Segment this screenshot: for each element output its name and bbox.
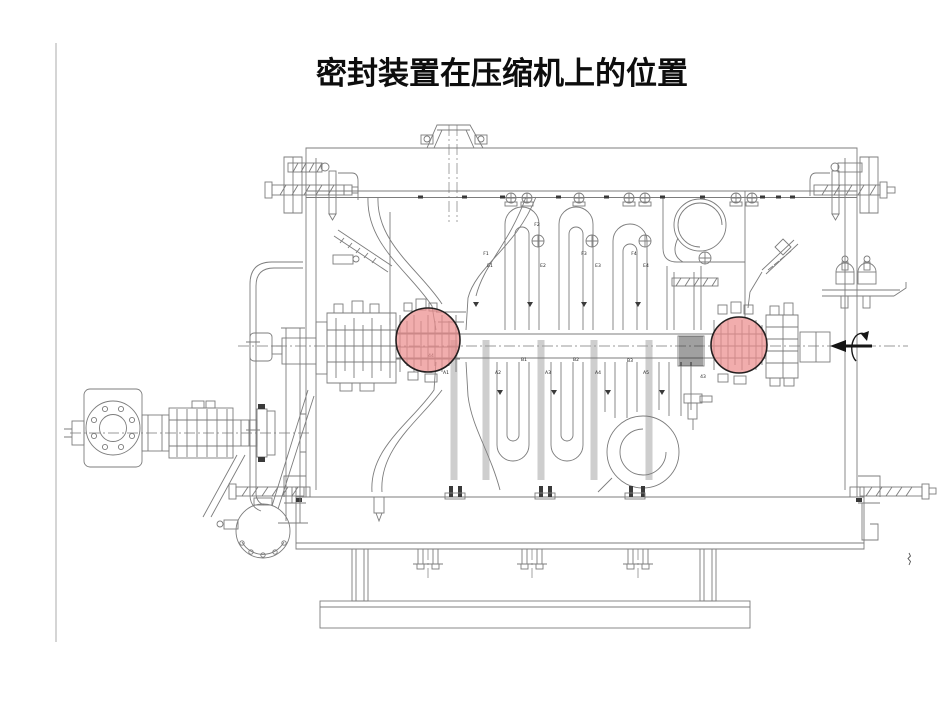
seal-highlight-left [395, 307, 461, 373]
stage-callout: F2 [534, 222, 540, 228]
upper-diaphragms [332, 191, 795, 331]
left-drive-assembly [64, 261, 315, 559]
stage-callout: E4 [643, 263, 649, 269]
stage-callout: F3 [581, 251, 587, 257]
stage-callouts: F2F1F3F4E1E2E3E44443B1B2B3A1A2A3A4A5 [428, 222, 706, 380]
lower-diaphragms [371, 361, 713, 493]
stage-callout: A4 [595, 370, 601, 376]
stage-callout: E2 [540, 263, 546, 269]
centerlines [70, 125, 908, 578]
stage-callout: A2 [495, 370, 501, 376]
stage-callout: E3 [595, 263, 601, 269]
stage-callout: A3 [545, 370, 551, 376]
diaphragm-partition-bars [450, 340, 653, 480]
slide-title: 密封装置在压缩机上的位置 [316, 56, 688, 91]
stage-callout: E1 [487, 263, 493, 269]
stage-callout: B3 [627, 358, 633, 364]
stage-callout: B1 [521, 357, 527, 363]
base-group [228, 475, 937, 629]
seal-highlights [395, 307, 768, 374]
stage-callout: F1 [483, 251, 489, 257]
stage-callout: 43 [700, 374, 706, 380]
stage-callout: A5 [643, 370, 649, 376]
stage-callout: A1 [443, 370, 449, 376]
seal-highlight-right [710, 316, 768, 374]
right-side-fittings [747, 238, 912, 566]
top-brackets [264, 156, 896, 221]
stage-callout: F4 [631, 251, 637, 257]
stage-callout: B2 [573, 357, 579, 363]
